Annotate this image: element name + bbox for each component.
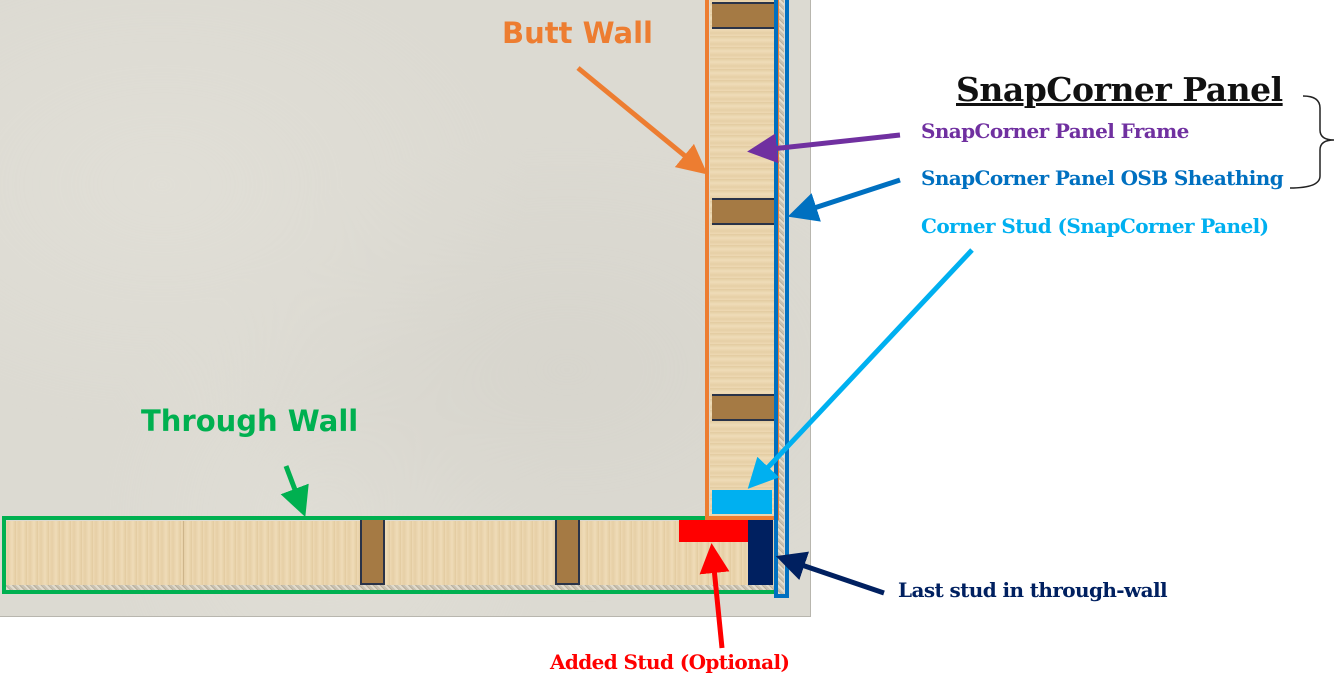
corner-stud-label: Corner Stud (SnapCorner Panel) — [921, 214, 1269, 238]
through-wall-arrow — [280, 465, 309, 518]
concrete-slab — [0, 0, 811, 617]
added-stud — [679, 517, 748, 542]
plate-seam — [183, 521, 184, 585]
butt-wall-arrow — [576, 66, 708, 175]
through-wall-label: Through Wall — [141, 404, 359, 438]
osb-arrow — [787, 177, 901, 222]
panel-osb-label: SnapCorner Panel OSB Sheathing — [921, 166, 1284, 190]
panel-block — [712, 394, 774, 421]
panel-block — [712, 198, 774, 225]
last-stud — [748, 517, 773, 585]
butt-wall-panel — [710, 0, 776, 520]
corner-stud — [712, 490, 772, 514]
slab-texture — [0, 0, 810, 616]
panel-frame-label: SnapCorner Panel Frame — [921, 119, 1189, 143]
butt-wall-osb — [776, 0, 784, 595]
osb-outline — [774, 0, 789, 598]
panel-frame-arrow — [747, 132, 901, 164]
last-stud-label: Last stud in through-wall — [898, 578, 1168, 602]
panel-block — [712, 2, 774, 29]
through-wall-stud — [555, 518, 580, 585]
corner-stud-arrow — [747, 248, 974, 489]
through-wall-osb — [5, 585, 775, 591]
added-stud-label: Added Stud (Optional) — [550, 650, 790, 674]
added-stud-arrow — [699, 543, 730, 649]
last-stud-arrow — [775, 551, 885, 596]
through-wall-plate — [5, 521, 775, 585]
panel-title: SnapCorner Panel — [956, 70, 1283, 109]
butt-wall-label: Butt Wall — [502, 16, 653, 50]
panel-bracket — [1289, 95, 1335, 189]
